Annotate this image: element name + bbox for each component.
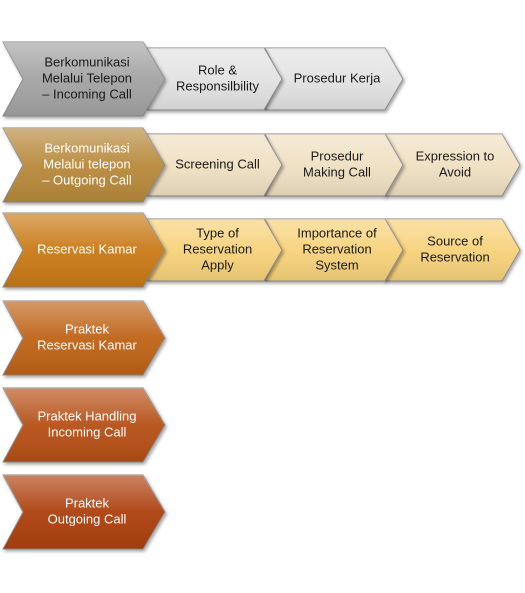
step-2-substep-2-label-line: Prosedur: [311, 148, 364, 163]
step-6-main-gloss: [3, 475, 165, 549]
step-1-main-gloss: [3, 42, 165, 116]
step-4-main-label-line: Praktek: [65, 321, 110, 336]
step-3-main-gloss: [3, 213, 165, 287]
step-1-substep-2-gloss: [265, 48, 403, 110]
step-2-substep-1-label-line: Screening Call: [175, 156, 260, 171]
step-3-substep-3-gloss: [384, 219, 520, 281]
step-2-main-label-line: – Outgoing Call: [42, 172, 132, 187]
step-5-main-gloss: [3, 388, 165, 462]
step-3-substep-2-label-line: Importance of: [297, 225, 377, 240]
step-1-substep-1: Role &Responsilbility: [146, 47, 283, 111]
step-2-substep-2-gloss: [265, 134, 403, 196]
step-1-substep-2-label-line: Prosedur Kerja: [294, 70, 381, 85]
step-3-substep-1-label-line: Reservation: [183, 241, 252, 256]
step-2-substep-1-gloss: [147, 134, 282, 196]
step-1-main-label-line: Melalui Telepon: [42, 70, 132, 85]
step-1-main-label-line: – Incoming Call: [42, 86, 132, 101]
step-2-substep-1: Screening Call: [146, 133, 283, 197]
step-2-substep-3-label-line: Expression to: [416, 148, 495, 163]
step-2-main-label-line: Melalui telepon: [43, 156, 130, 171]
step-4-main-gloss: [3, 301, 165, 375]
step-3-substep-1-label-line: Type of: [196, 225, 239, 240]
step-5-main-label-line: Incoming Call: [48, 424, 127, 439]
step-2-main-label-line: Berkomunikasi: [44, 140, 129, 155]
step-3-substep-3-label-line: Source of: [427, 233, 483, 248]
step-1-substep-1-label-line: Responsilbility: [176, 78, 260, 93]
step-5-main-label-line: Praktek Handling: [38, 408, 137, 423]
step-6-main-label-line: Praktek: [65, 495, 110, 510]
step-2-substep-3-label-line: Avoid: [439, 164, 471, 179]
step-4-main-label-line: Reservasi Kamar: [37, 337, 137, 352]
step-3-substep-1-label-line: Apply: [201, 257, 234, 272]
step-3-substep-3-label-line: Reservation: [420, 249, 489, 264]
step-2-main-gloss: [3, 128, 165, 202]
step-2-substep-2-label-line: Making Call: [303, 164, 371, 179]
step-1-substep-1-gloss: [147, 48, 282, 110]
step-6-main-label-line: Outgoing Call: [48, 511, 127, 526]
step-2-substep-3-gloss: [384, 134, 520, 196]
step-3-main: Reservasi Kamar: [2, 212, 166, 288]
step-3-substep-1-gloss: [147, 219, 282, 281]
step-3-substep-2-gloss: [265, 219, 403, 281]
step-3-substep-2-label-line: System: [315, 257, 358, 272]
step-3-main-label-line: Reservasi Kamar: [37, 241, 137, 256]
step-1-substep-1-label-line: Role &: [198, 62, 237, 77]
step-1-substep-2: Prosedur Kerja: [264, 47, 404, 111]
step-1-main-label-line: Berkomunikasi: [44, 54, 129, 69]
step-3-substep-2-label-line: Reservation: [302, 241, 371, 256]
